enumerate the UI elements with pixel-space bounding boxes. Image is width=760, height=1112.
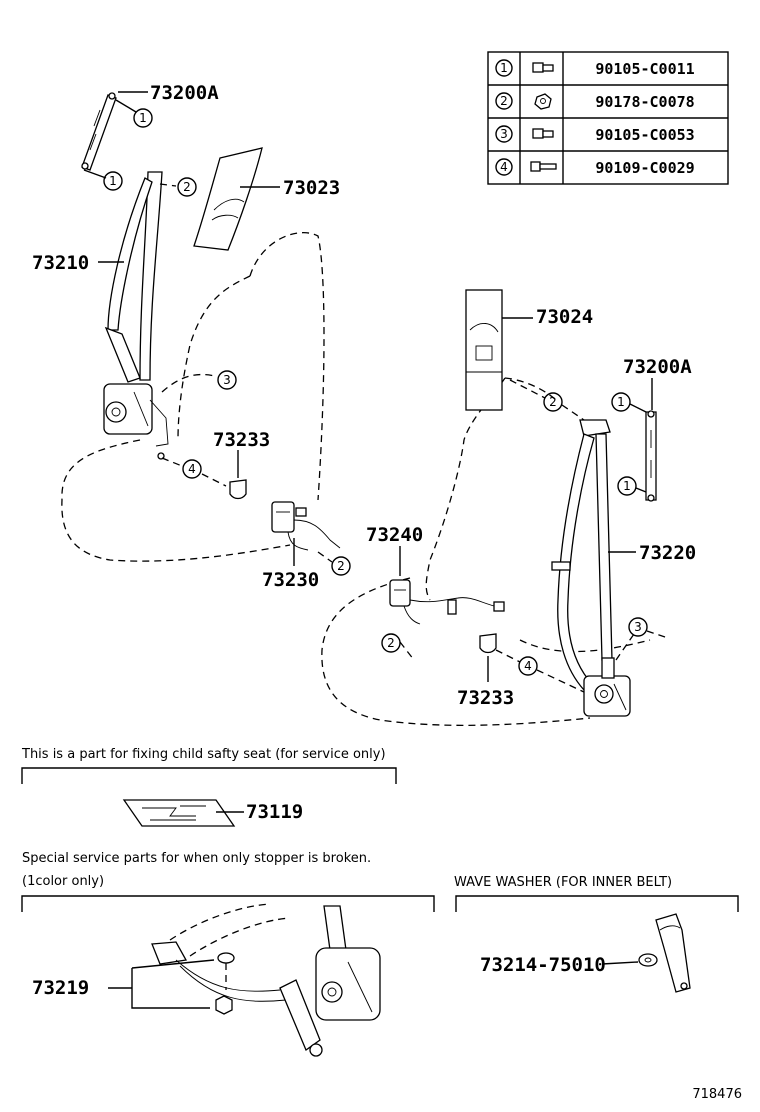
label-73219: 73219 xyxy=(32,977,89,999)
bolt-icon xyxy=(532,62,554,73)
table-row: 1 90105-C0011 xyxy=(495,59,695,78)
seat-belt-right xyxy=(551,419,631,717)
svg-text:2: 2 xyxy=(549,395,557,409)
svg-text:90105-C0011: 90105-C0011 xyxy=(595,60,694,78)
table-row: 3 90105-C0053 xyxy=(495,125,695,144)
svg-text:4: 4 xyxy=(188,462,196,476)
cover-73233-left xyxy=(229,479,247,500)
callout-2: 2 xyxy=(381,633,401,653)
svg-text:1: 1 xyxy=(623,479,631,493)
note-stopper-line2: (1color only) xyxy=(22,874,104,889)
svg-text:2: 2 xyxy=(500,94,508,108)
svg-text:3: 3 xyxy=(223,373,231,387)
callout-3: 3 xyxy=(217,370,237,390)
child-seat-bracket-73119 xyxy=(122,799,236,827)
svg-text:3: 3 xyxy=(634,620,642,634)
wave-washer-73214 xyxy=(638,913,691,993)
svg-text:1: 1 xyxy=(139,111,147,125)
callout-4: 4 xyxy=(182,459,202,479)
svg-text:2: 2 xyxy=(183,180,191,194)
svg-text:4: 4 xyxy=(524,659,532,673)
label-73024: 73024 xyxy=(536,306,593,328)
pillar-cover-73024 xyxy=(465,289,503,411)
svg-text:1: 1 xyxy=(617,395,625,409)
anchor-adjuster-right xyxy=(645,410,657,502)
nut-icon xyxy=(534,93,552,110)
illustration-id: 718476 xyxy=(692,1087,742,1102)
svg-text:90109-C0029: 90109-C0029 xyxy=(595,159,694,177)
label-73200a-right: 73200A xyxy=(623,356,692,378)
svg-text:3: 3 xyxy=(500,127,508,141)
callout-4: 4 xyxy=(518,656,538,676)
svg-text:2: 2 xyxy=(387,636,395,650)
svg-text:4: 4 xyxy=(500,160,508,174)
note-child-seat: This is a part for fixing child safty se… xyxy=(21,747,386,762)
label-73220: 73220 xyxy=(639,542,696,564)
buckle-73240 xyxy=(389,579,505,625)
label-73230: 73230 xyxy=(262,569,319,591)
label-73233-left: 73233 xyxy=(213,429,270,451)
svg-text:1: 1 xyxy=(109,174,117,188)
right-seat-outline xyxy=(321,377,651,726)
svg-text:90105-C0053: 90105-C0053 xyxy=(595,126,694,144)
anchor-adjuster-left xyxy=(81,92,117,171)
label-73210: 73210 xyxy=(32,252,89,274)
cover-73233-right xyxy=(479,633,497,654)
note-wave-washer: WAVE WASHER (FOR INNER BELT) xyxy=(454,875,672,890)
buckle-73230 xyxy=(271,501,341,551)
callout-2: 2 xyxy=(177,177,197,197)
fastener-table: 1 90105-C0011 2 90178-C0078 3 90105-C005 xyxy=(487,51,729,185)
long-bolt-icon xyxy=(530,161,557,172)
callout-1: 1 xyxy=(611,392,631,412)
callout-1: 1 xyxy=(133,108,153,128)
svg-text:1: 1 xyxy=(500,61,508,75)
note-stopper-line1: Special service parts for when only stop… xyxy=(22,851,371,866)
stopper-assembly xyxy=(151,903,381,1057)
svg-text:90178-C0078: 90178-C0078 xyxy=(595,93,694,111)
callout-3: 3 xyxy=(628,617,648,637)
label-73233-right: 73233 xyxy=(457,687,514,709)
svg-text:2: 2 xyxy=(337,559,345,573)
label-73119: 73119 xyxy=(246,801,303,823)
left-seat-outline xyxy=(61,232,325,562)
table-row: 2 90178-C0078 xyxy=(495,92,695,111)
callout-1: 1 xyxy=(103,171,123,191)
label-73214-75010: 73214-75010 xyxy=(480,954,606,976)
label-73240: 73240 xyxy=(366,524,423,546)
callout-2: 2 xyxy=(543,392,563,412)
table-row: 4 90109-C0029 xyxy=(495,158,695,177)
seat-belt-left xyxy=(103,171,169,460)
pillar-cover-73023 xyxy=(193,147,263,251)
bolt-icon xyxy=(532,128,554,139)
label-73200a-left: 73200A xyxy=(150,82,219,104)
label-73023: 73023 xyxy=(283,177,340,199)
callout-1: 1 xyxy=(617,476,637,496)
callout-2: 2 xyxy=(331,556,351,576)
